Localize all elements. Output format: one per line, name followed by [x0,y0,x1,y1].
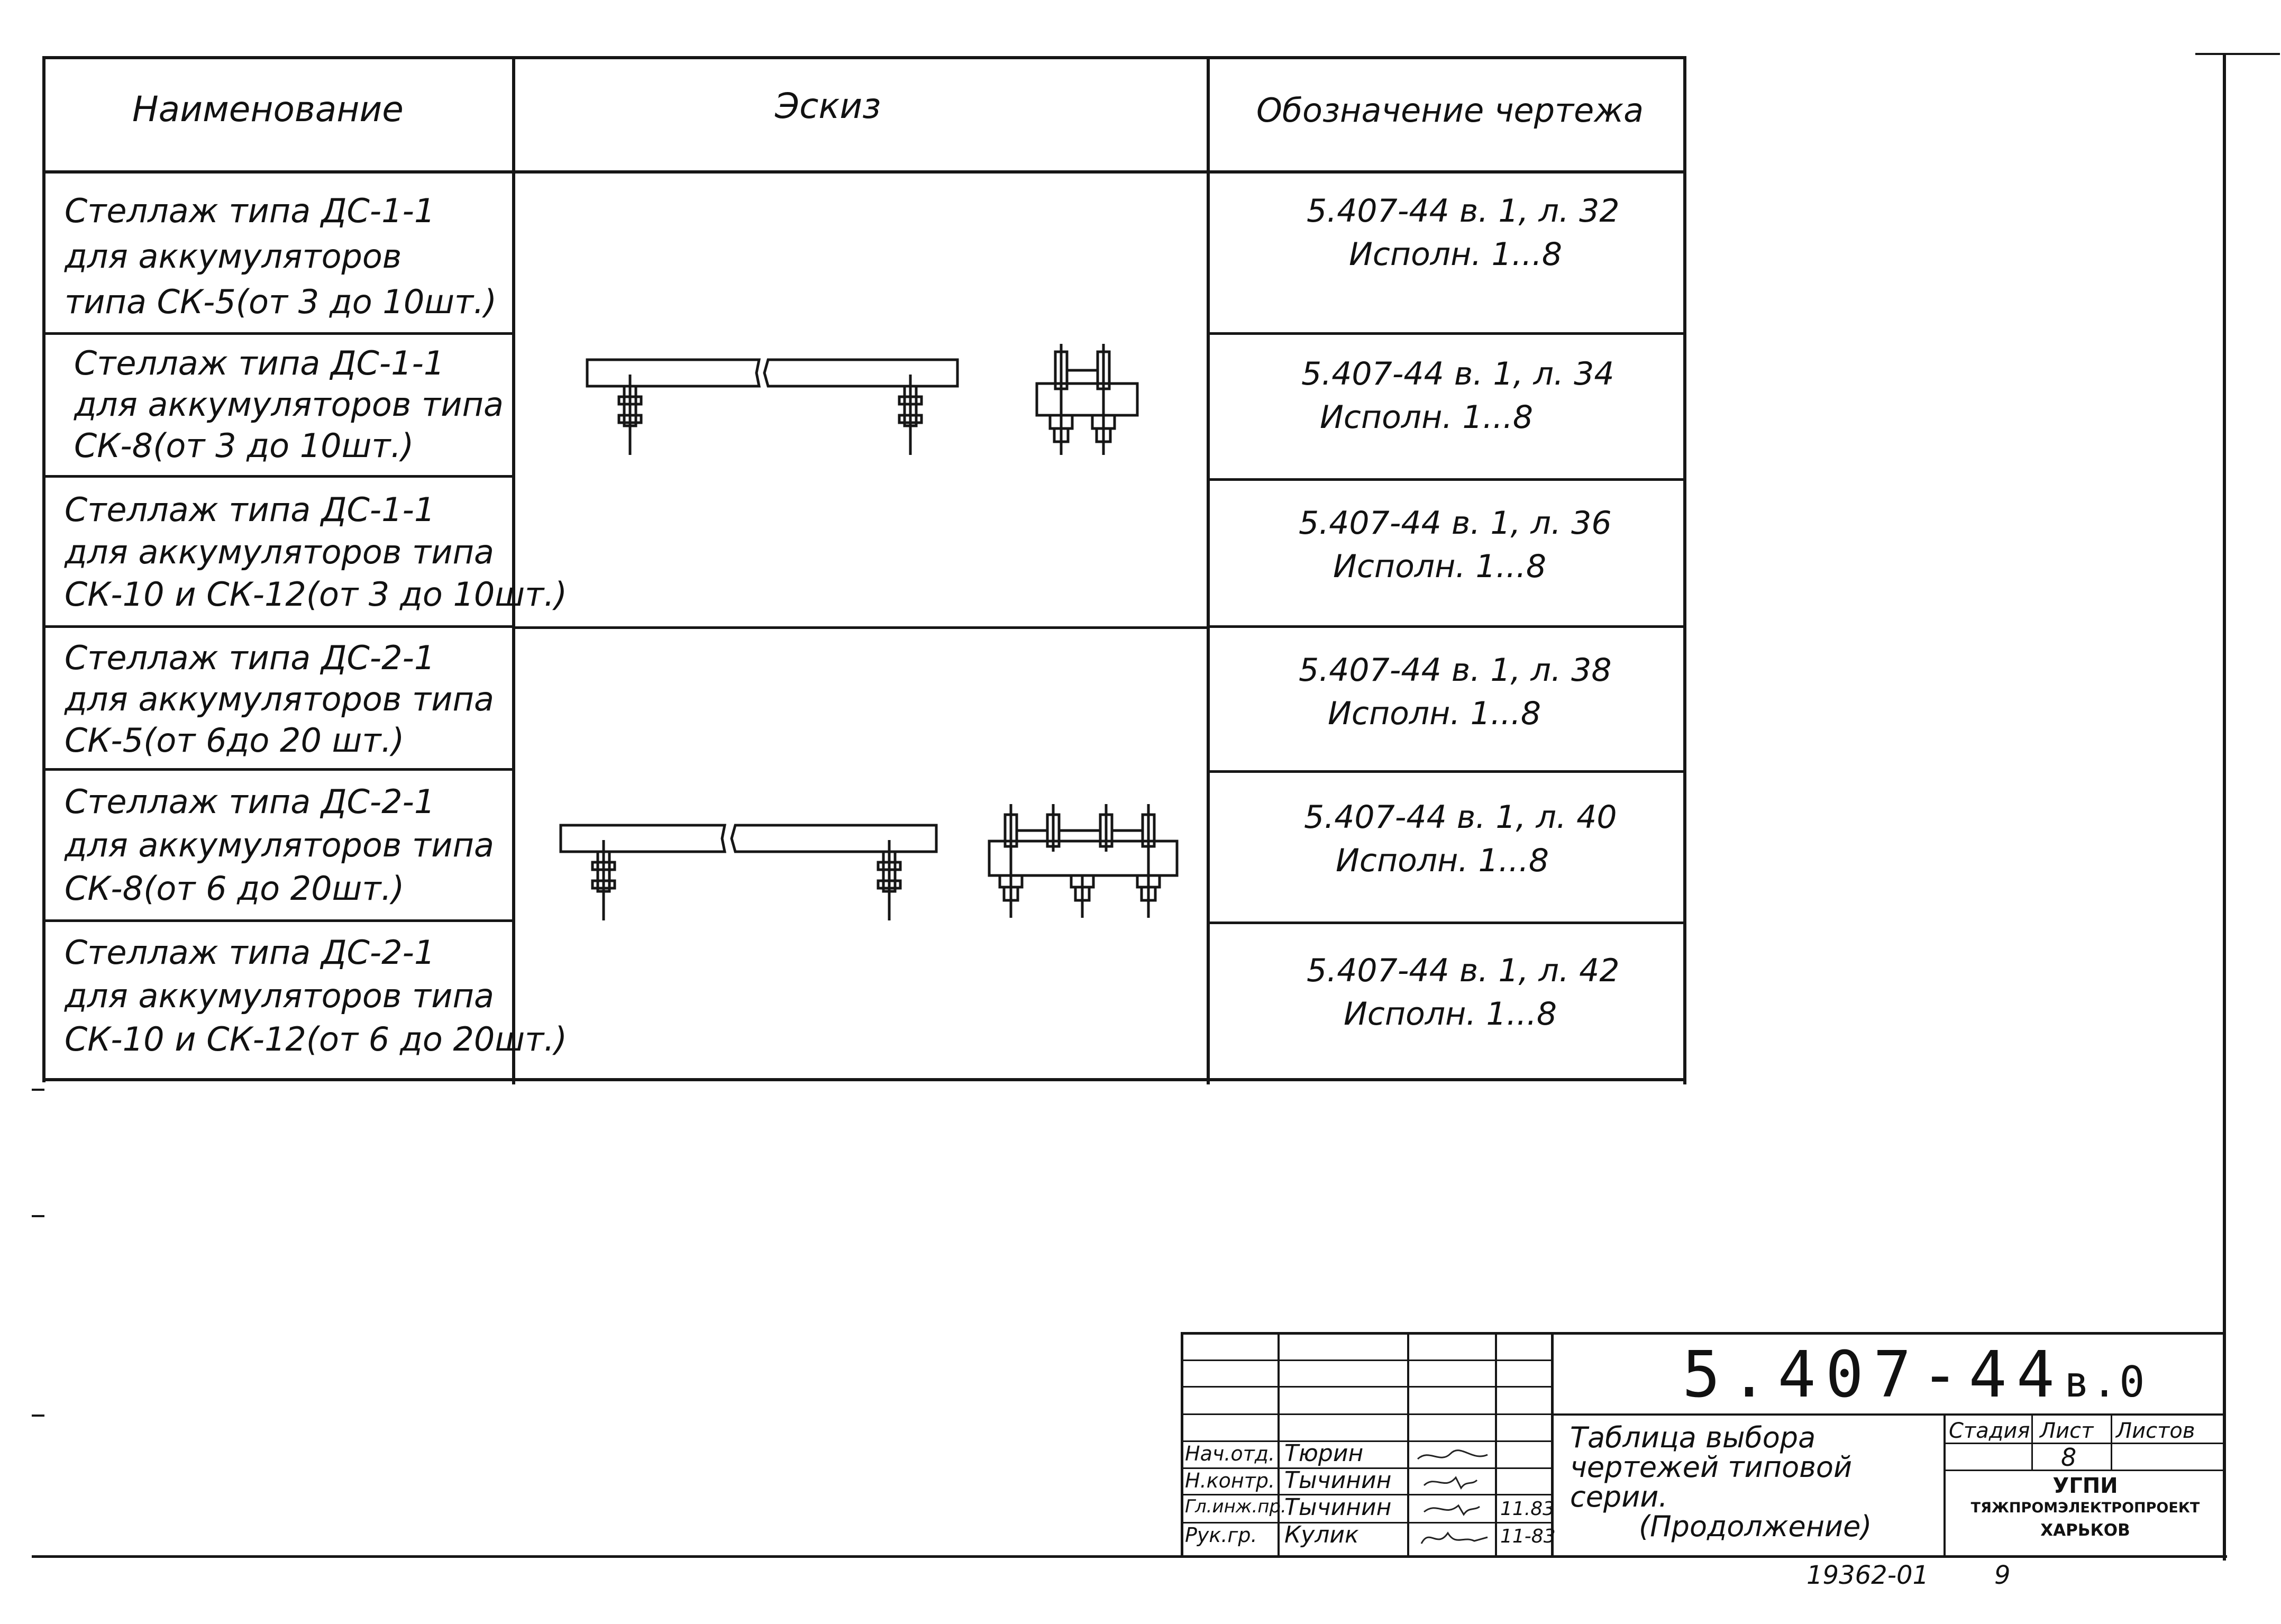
signatory-role: Рук.гр. [1185,1523,1257,1547]
table-row-name: Стеллаж типа ДС-1-1 для аккумуляторов ти… [74,344,504,465]
table-row-name: Стеллаж типа ДС-2-1 для аккумуляторов ти… [65,933,568,1059]
row-divider [42,332,514,335]
table-row-code: 5.407-44 в. 1, л. 40 Исполн. 1...8 [1304,799,1617,879]
signature-mark [1417,1449,1488,1544]
title-grid-row [1181,1413,1551,1415]
signatory-name: Кулик [1284,1521,1359,1548]
row-divider [1207,770,1686,773]
table-top-border [42,56,1686,59]
row-divider [1207,922,1686,924]
table-left-border [42,57,45,1082]
stage-row [1944,1470,2226,1471]
stage-block-left [1944,1413,1946,1557]
document-title: Таблица выбора чертежей типовой серии. (… [1570,1421,1872,1543]
frame-top-right-tick [2195,53,2280,55]
signatory-role: Нач.отд. [1185,1442,1275,1465]
signatory-name: Тычинин [1284,1467,1392,1494]
organization-name: УГПИ ТЯЖПРОМЭЛЕКТРОПРОЕКТ ХАРЬКОВ [1970,1474,2200,1540]
table-row-code: 5.407-44 в. 1, л. 36 Исполн. 1...8 [1299,505,1612,585]
title-grid-row [1181,1360,1551,1361]
sketch-group-divider [512,626,1209,629]
row-divider [42,625,514,628]
table-row-code: 5.407-44 в. 1, л. 38 Исполн. 1...8 [1299,652,1612,732]
signature-date: 11-83 [1500,1526,1556,1547]
stage-col [2031,1413,2033,1471]
rack-ds-2-1-side-sketch [559,824,938,920]
row-divider [42,475,514,478]
signature-date: 11.83 [1500,1498,1555,1520]
title-grid-col [1278,1332,1280,1556]
sheets-count-label: Листов [2116,1419,2195,1443]
frame-bottom-border [32,1555,2227,1558]
header-drawing-designation: Обозначение чертежа [1256,91,1644,130]
stage-row [1944,1443,2226,1444]
title-grid-row [1181,1467,1551,1469]
table-row-name: Стеллаж типа ДС-2-1 для аккумуляторов ти… [65,782,494,908]
title-grid-row [1181,1440,1551,1442]
rack-ds-1-1-side-sketch [586,358,959,455]
table-row-name: Стеллаж типа ДС-2-1 для аккумуляторов ти… [65,638,494,760]
signatory-name: Тычинин [1284,1494,1392,1521]
stage-col [2111,1413,2112,1471]
signatory-role: Н.контр. [1185,1469,1275,1492]
table-row-name: Стеллаж типа ДС-1-1 для аккумуляторов ти… [65,490,568,614]
title-grid-row [1181,1386,1551,1388]
title-block-left [1181,1332,1183,1556]
title-grid-row [1181,1494,1551,1495]
row-divider [1207,332,1686,335]
margin-tick [32,1415,44,1417]
rack-ds-2-1-end-sketch [988,804,1179,918]
margin-tick [32,1089,44,1091]
document-designation: 5.407-44в.0 [1682,1338,2147,1412]
frame-right-border [2223,53,2226,1561]
title-grid-row [1181,1522,1551,1523]
table-bottom-border [42,1078,1686,1081]
table-row-code: 5.407-44 в. 1, л. 34 Исполн. 1...8 [1301,355,1614,436]
table-col-divider-1 [512,57,515,1084]
signatory-name: Тюрин [1284,1440,1364,1467]
stage-label: Стадия [1949,1419,2030,1443]
table-row-code: 5.407-44 в. 1, л. 42 Исполн. 1...8 [1307,952,1620,1033]
row-divider [1207,625,1686,628]
title-grid-col [1407,1332,1409,1556]
row-divider [42,919,514,922]
header-sketch: Эскиз [775,86,881,126]
archive-number: 19362-01 [1806,1561,1929,1590]
table-row-code: 5.407-44 в. 1, л. 32 Исполн. 1...8 [1307,193,1620,273]
title-grid-col [1551,1332,1554,1556]
sheet-number: 8 [2061,1443,2077,1472]
row-divider [42,768,514,771]
designation-divider [1551,1413,2226,1416]
sheet-label: Лист [2040,1419,2094,1443]
table-row-name: Стеллаж типа ДС-1-1 для аккумуляторов ти… [65,191,497,321]
margin-tick [32,1215,44,1217]
title-grid-col [1495,1332,1497,1556]
table-col-divider-2 [1207,57,1210,1084]
header-bottom-border [42,170,1686,174]
signatory-role: Гл.инж.пр. [1185,1496,1287,1517]
row-divider [1207,478,1686,481]
title-block-top [1181,1332,2226,1335]
page-number: 9 [1994,1561,2011,1590]
header-name: Наименование [132,89,404,130]
table-right-border [1683,57,1686,1084]
rack-ds-1-1-end-sketch [1035,344,1139,455]
